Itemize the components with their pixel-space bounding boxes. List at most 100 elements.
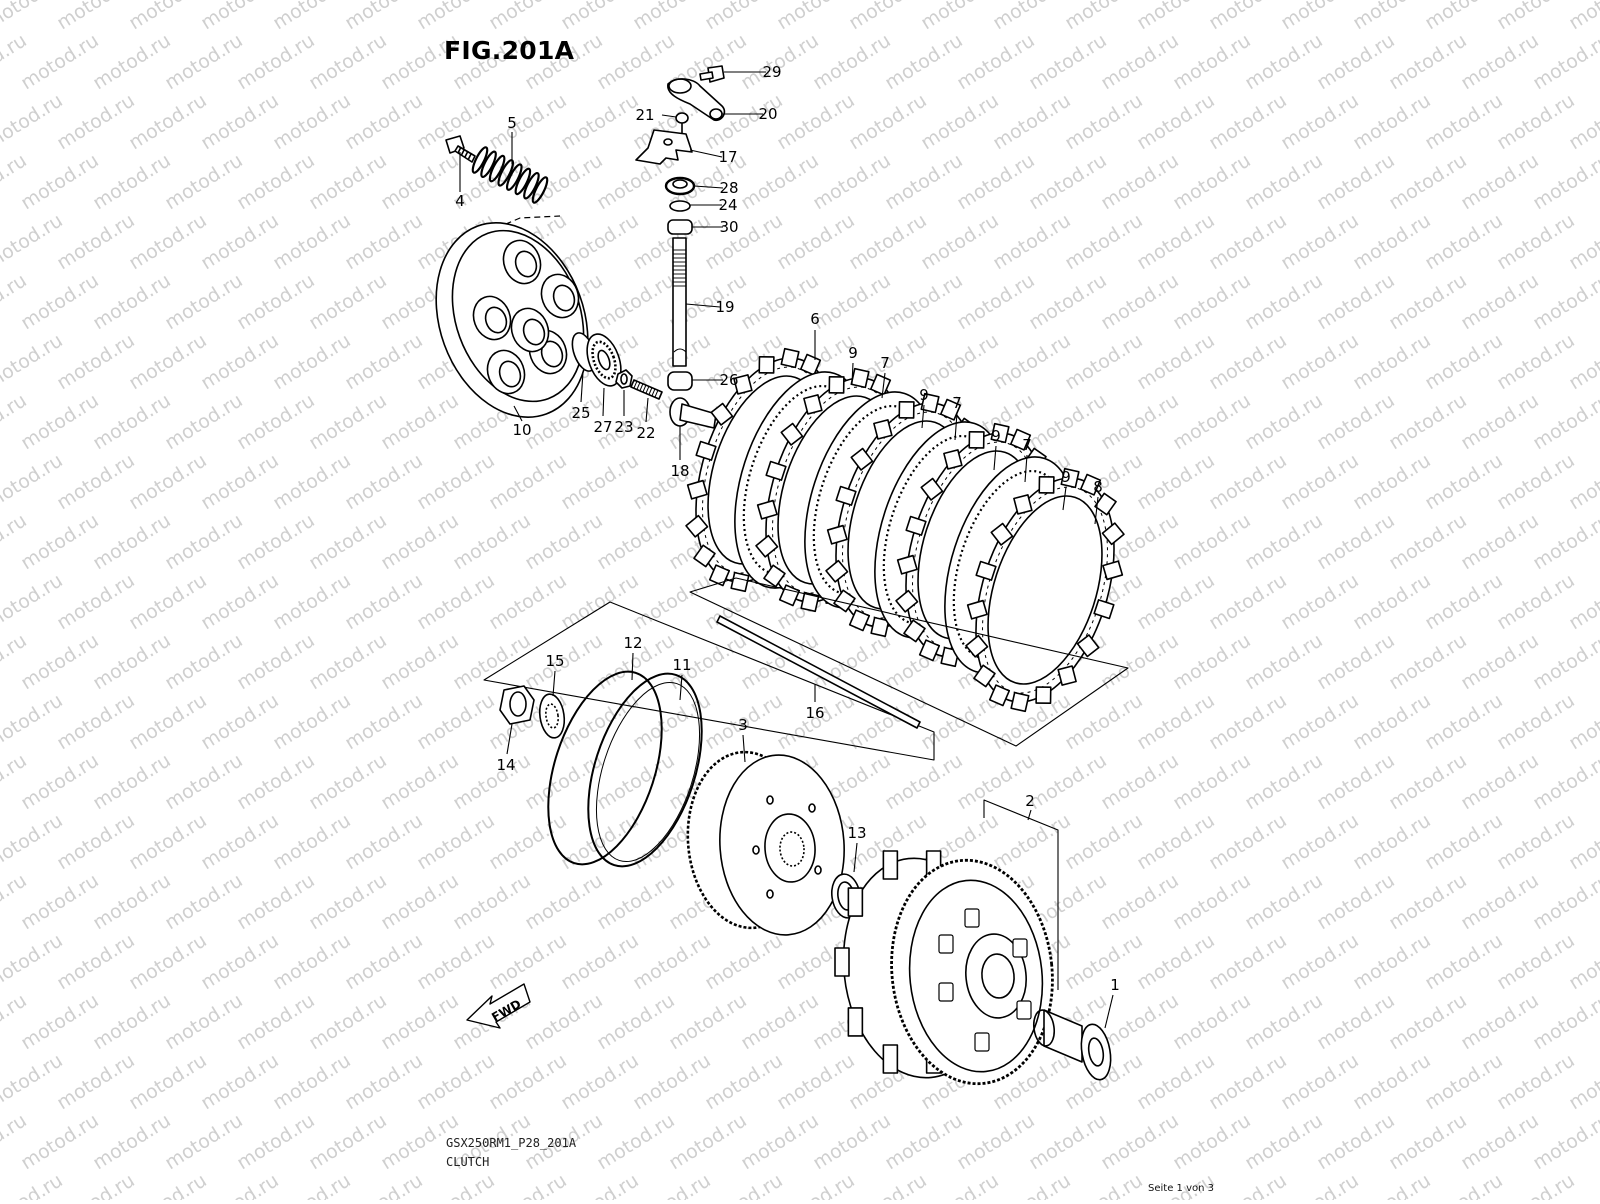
watermark-text: motod.ru [593, 269, 679, 334]
housing-finger [882, 1044, 899, 1074]
watermark-text: motod.ru [1097, 29, 1183, 94]
watermark-text: motod.ru [0, 809, 67, 874]
watermark-text: motod.ru [341, 569, 427, 634]
watermark-text: motod.ru [269, 1169, 355, 1200]
damper-spring [1016, 1000, 1032, 1020]
screw-thread [636, 382, 641, 390]
plate-tab [1094, 492, 1117, 516]
watermark-text: motod.ru [0, 209, 67, 274]
watermark-text: motod.ru [1385, 869, 1471, 934]
watermark-text: motod.ru [557, 929, 643, 994]
watermark-text: motod.ru [17, 1109, 103, 1174]
watermark-text: motod.ru [1565, 0, 1600, 34]
screw-thread [645, 386, 650, 394]
watermark-text: motod.ru [1457, 629, 1543, 694]
watermark-text: motod.ru [1385, 29, 1471, 94]
watermark-text: motod.ru [1421, 89, 1507, 154]
watermark-text: motod.ru [1313, 29, 1399, 94]
oil-seal-28-bore [672, 179, 688, 189]
watermark-text: motod.ru [269, 209, 355, 274]
arrow-shape [466, 983, 531, 1029]
watermark-text: motod.ru [917, 209, 1003, 274]
watermark-text: motod.ru [233, 629, 319, 694]
watermark-text: motod.ru [521, 869, 607, 934]
housing-bracket [983, 799, 1059, 990]
pressure-plate-boss [502, 239, 542, 285]
watermark-text: motod.ru [665, 989, 751, 1054]
bolt-thread [464, 150, 469, 158]
watermark-text: motod.ru [1061, 329, 1147, 394]
watermark-text: motod.ru [665, 1109, 751, 1174]
watermark-text: motod.ru [1205, 1049, 1291, 1114]
watermark-text: motod.ru [1097, 869, 1183, 934]
plate-tab [873, 419, 893, 440]
watermark-text: motod.ru [161, 509, 247, 574]
screw-thread [642, 384, 647, 393]
watermark-text: motod.ru [953, 1109, 1039, 1174]
watermark-text: motod.ru [1457, 269, 1543, 334]
screw-thread [654, 389, 659, 398]
watermark-text: motod.ru [1133, 209, 1219, 274]
plate-tab [870, 616, 890, 638]
watermark-text: motod.ru [1097, 749, 1183, 814]
watermark-text: motod.ru [413, 569, 499, 634]
watermark-text: motod.ru [1385, 1109, 1471, 1174]
watermark-text: motod.ru [161, 269, 247, 334]
spacer-1 [1032, 1009, 1083, 1063]
plate-tab [966, 599, 988, 620]
callout-label-27: 27 [593, 418, 612, 436]
plate-tab [833, 589, 856, 613]
watermark-text: motod.ru [953, 149, 1039, 214]
figure-title: FIG.201A [444, 36, 575, 65]
watermark-text: motod.ru [413, 1049, 499, 1114]
watermark-text: motod.ru [557, 449, 643, 514]
screw-thread [648, 387, 653, 395]
watermark-text: motod.ru [125, 1049, 211, 1114]
plate-tab [848, 609, 871, 632]
watermark-text: motod.ru [1241, 29, 1327, 94]
watermark-text: motod.ru [917, 1169, 1003, 1200]
watermark-text: motod.ru [1313, 869, 1399, 934]
watermark-text: motod.ru [521, 749, 607, 814]
watermark-text: motod.ru [233, 389, 319, 454]
watermark-text: motod.ru [1349, 569, 1435, 634]
housing-center [965, 933, 1027, 1019]
watermark-text: motod.ru [125, 209, 211, 274]
pressure-plate-boss [510, 307, 550, 353]
shaft-body [672, 237, 687, 367]
plate-tab [708, 564, 731, 587]
watermark-text: motod.ru [1493, 89, 1579, 154]
plate-tab [1076, 634, 1100, 658]
watermark-text: motod.ru [89, 149, 175, 214]
watermark-text: motod.ru [125, 449, 211, 514]
washer-outer [538, 693, 566, 739]
watermark-text: motod.ru [1421, 329, 1507, 394]
wire-spring-12 [547, 670, 663, 866]
watermark-text: motod.ru [161, 629, 247, 694]
watermark-text: motod.ru [809, 149, 895, 214]
bolt-shank [699, 71, 714, 81]
watermark-text: motod.ru [0, 89, 67, 154]
shaft-cam [673, 348, 687, 353]
adjust-screw-22 [630, 379, 663, 400]
plate-tab [835, 485, 857, 506]
watermark-text: motod.ru [1061, 689, 1147, 754]
watermark-text: motod.ru [1529, 509, 1600, 574]
watermark-text: motod.ru [269, 329, 355, 394]
watermark-text: motod.ru [17, 29, 103, 94]
plate-tab [896, 554, 918, 575]
watermark-text: motod.ru [0, 1169, 67, 1200]
watermark-text: motod.ru [1205, 1169, 1291, 1200]
callout-label-18: 18 [670, 462, 689, 480]
watermark-text: motod.ru [1529, 389, 1600, 454]
watermark-text: motod.ru [989, 1169, 1075, 1200]
pressure-plate-boss-bore [484, 306, 508, 334]
watermark-text: motod.ru [89, 989, 175, 1054]
watermark-text: motod.ru [737, 989, 823, 1054]
watermark-text: motod.ru [593, 29, 679, 94]
watermark-text: motod.ru [1205, 929, 1291, 994]
callout-label-26: 26 [719, 371, 738, 389]
callout-label-5: 5 [507, 114, 517, 132]
watermark-text: motod.ru [89, 389, 175, 454]
